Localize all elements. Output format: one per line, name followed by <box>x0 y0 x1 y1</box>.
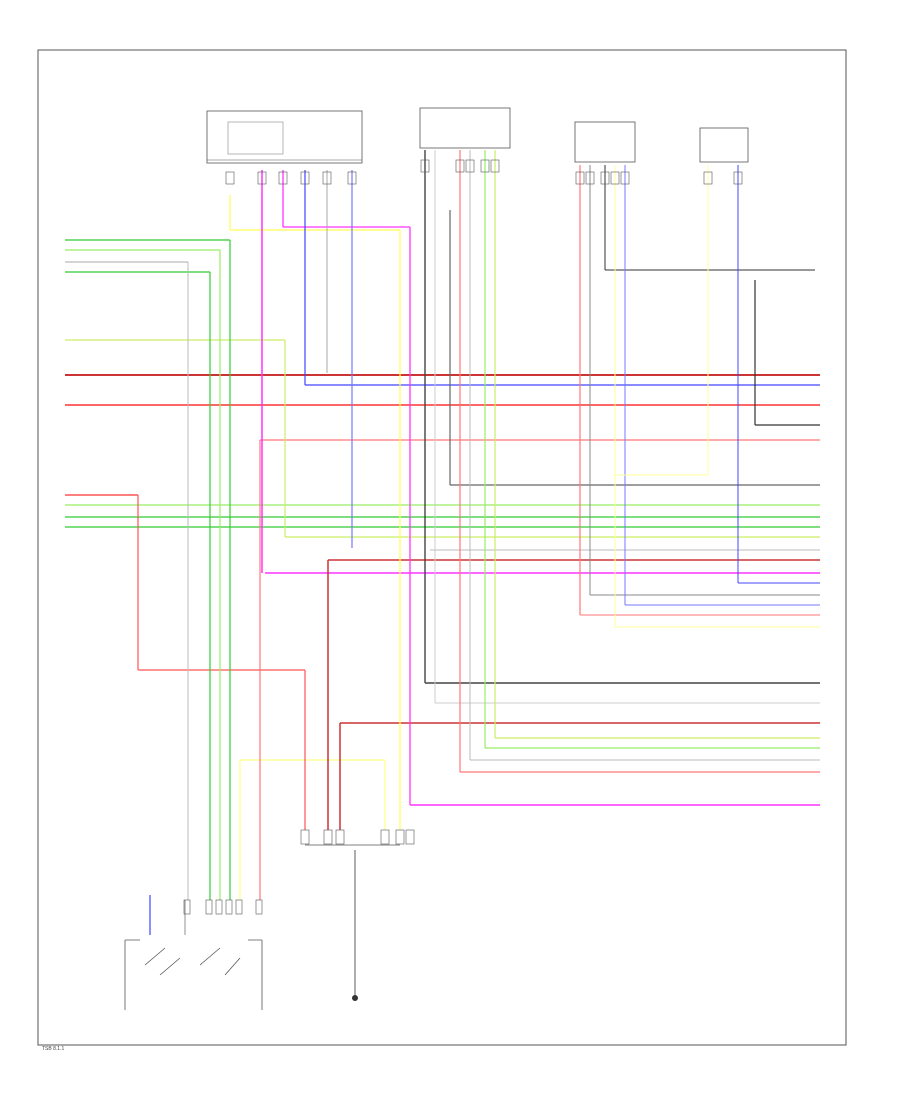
top-left-module <box>206 110 363 164</box>
connector-pins-top <box>225 159 743 185</box>
connector-pins-bottom <box>183 829 415 915</box>
bottom-left-switch-component <box>124 895 263 1010</box>
diagram-frame <box>37 49 847 1046</box>
top-right-module-b <box>699 127 749 163</box>
ground-symbol <box>352 850 358 1001</box>
top-center-module <box>419 107 511 149</box>
footer-label: TSB 8.1.1 <box>42 1046 64 1052</box>
top-right-module-a <box>574 121 636 163</box>
